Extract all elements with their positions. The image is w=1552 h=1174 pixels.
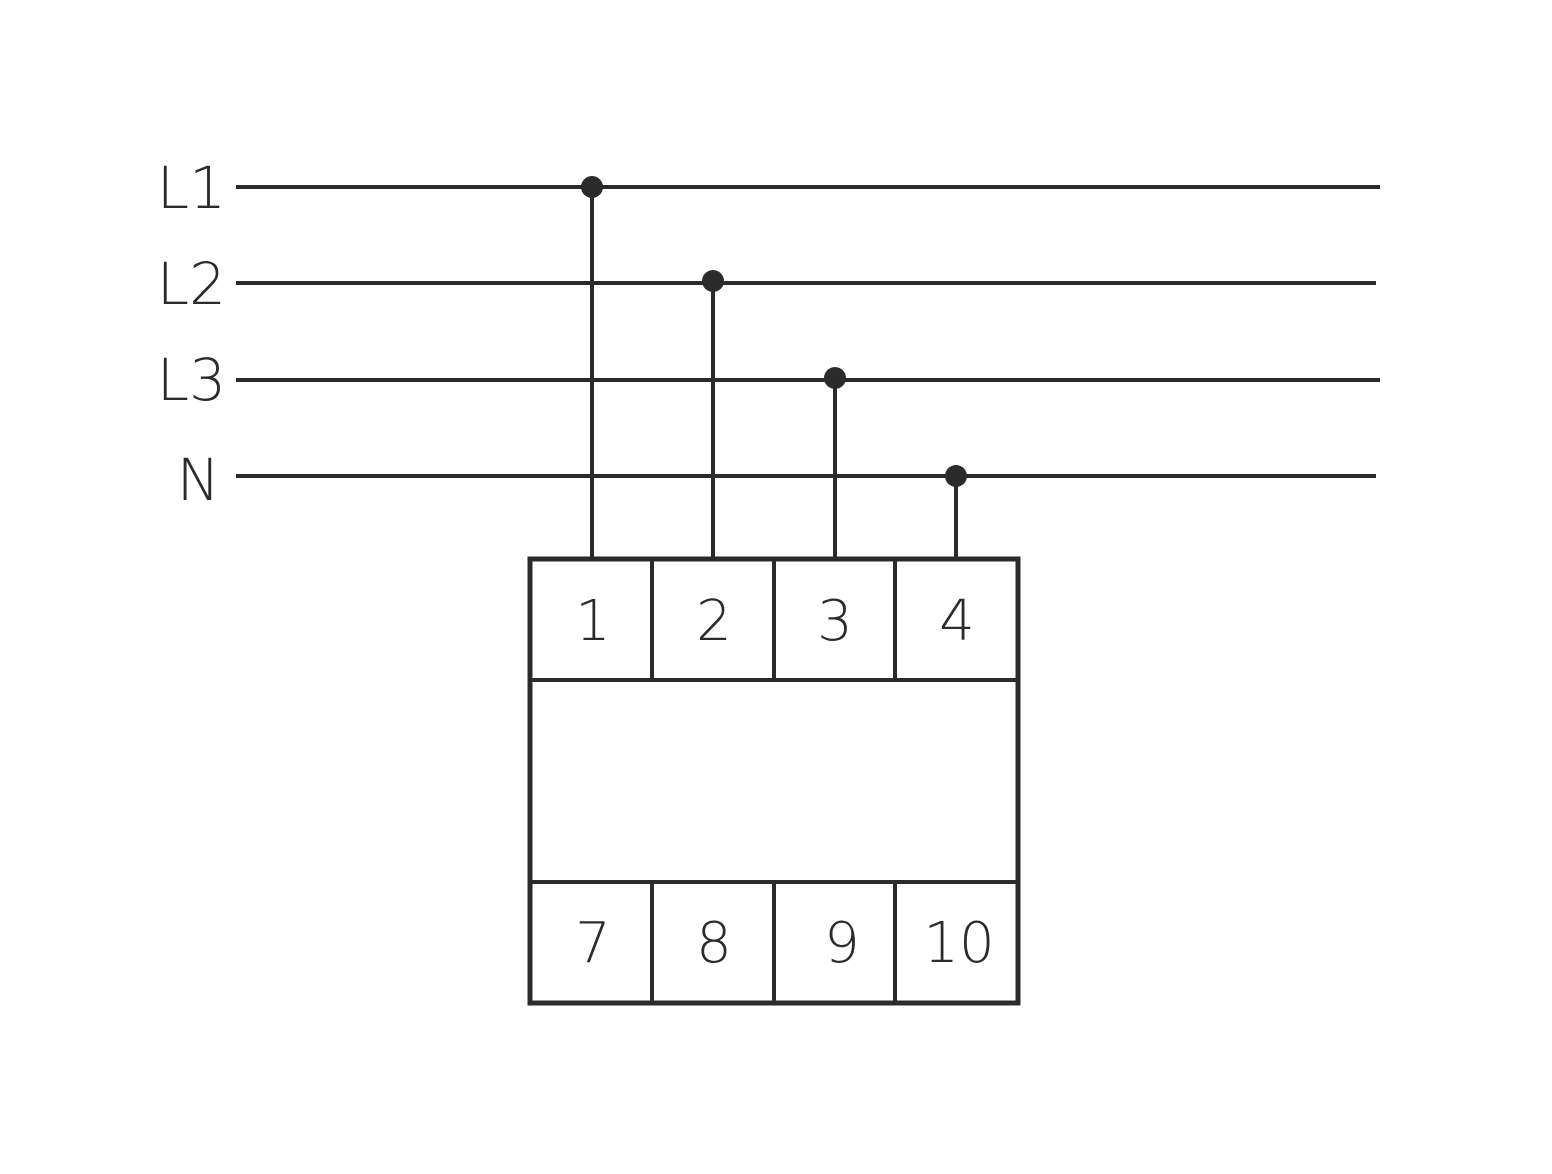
terminal-label-3: 3 <box>817 589 853 654</box>
terminal-label-1: 1 <box>575 589 611 654</box>
terminal-label-10: 10 <box>923 911 994 976</box>
terminal-label-4: 4 <box>939 589 975 654</box>
terminal-label-7: 7 <box>575 911 611 976</box>
junction-dot-l3 <box>824 367 846 389</box>
terminal-label-2: 2 <box>696 589 732 654</box>
line-label-l1: L1 <box>157 154 226 222</box>
junction-dot-n <box>945 465 967 487</box>
line-label-l2: L2 <box>157 250 226 318</box>
terminal-label-9: 9 <box>824 911 860 976</box>
terminal-label-8: 8 <box>696 911 732 976</box>
line-label-n: N <box>177 446 220 514</box>
line-label-l3: L3 <box>157 346 226 414</box>
junction-dot-l2 <box>702 270 724 292</box>
junction-dot-l1 <box>581 176 603 198</box>
